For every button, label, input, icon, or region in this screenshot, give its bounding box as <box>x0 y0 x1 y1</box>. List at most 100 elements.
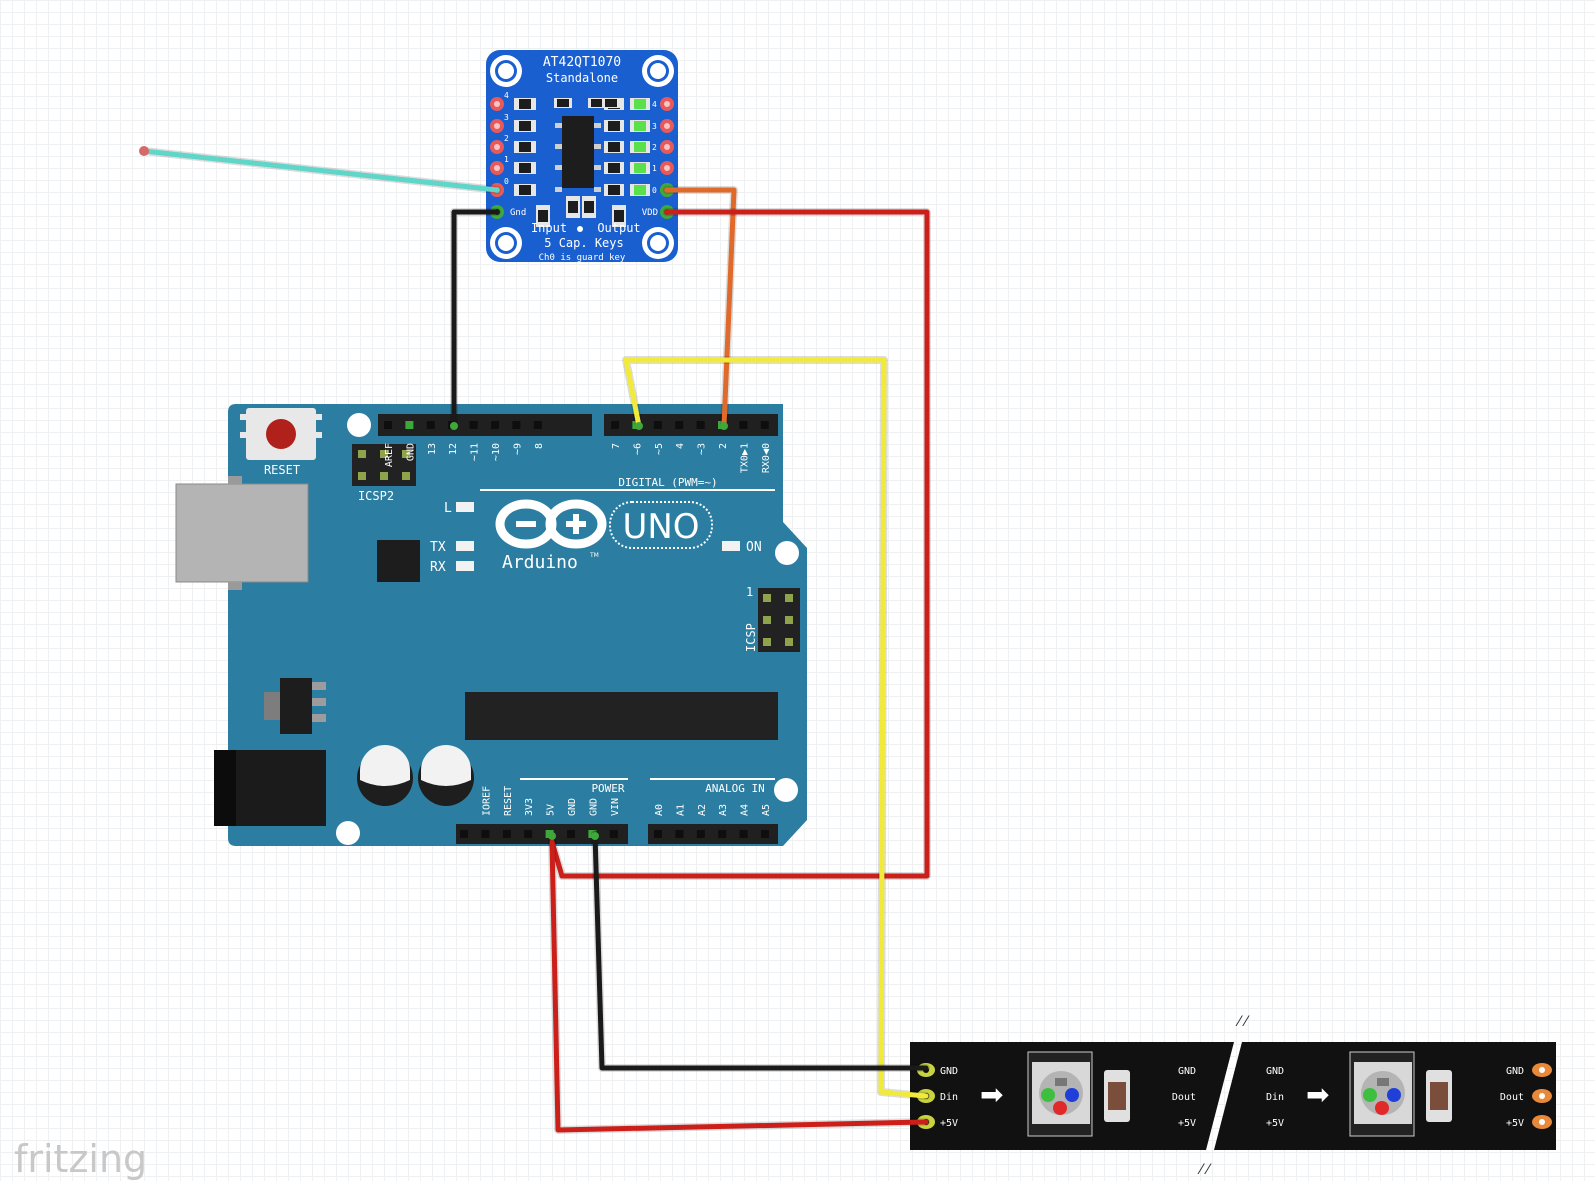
analog-socket[interactable] <box>675 830 684 838</box>
touch-output-pin-label: 0 <box>652 186 657 195</box>
mounting-hole <box>347 413 371 437</box>
digital-pin-label: 8 <box>534 443 545 449</box>
strip-seg2-in-din: Din <box>1266 1092 1284 1103</box>
svg-text:⁄ ⁄: ⁄ ⁄ <box>1197 1162 1212 1178</box>
touch-output-pin-label: 3 <box>652 122 657 131</box>
power-pin-label: 3V3 <box>524 798 535 816</box>
digital-socket[interactable] <box>491 421 499 429</box>
break-marks: ⁄ ⁄ ⁄ ⁄ <box>1197 1014 1250 1178</box>
pin-connection <box>635 422 643 430</box>
analog-pin-label: A5 <box>761 804 772 816</box>
digital-socket[interactable] <box>384 421 392 429</box>
arrow-right-icon: ➡ <box>1306 1078 1329 1111</box>
digital-pin-label: 13 <box>427 443 438 455</box>
touch-subtitle: Standalone <box>546 71 618 85</box>
digital-pin-label: ~11 <box>470 443 481 461</box>
power-pin-label: GND <box>567 798 578 816</box>
yellow-wire[interactable] <box>623 357 929 1099</box>
black-wire-gnd-touch[interactable] <box>451 209 500 429</box>
digital-pin-label: RX0◀0 <box>761 443 772 473</box>
digital-socket[interactable] <box>696 421 705 429</box>
digital-socket[interactable] <box>760 421 769 429</box>
pin-connection <box>720 422 728 430</box>
analog-socket[interactable] <box>718 830 727 838</box>
touch-guard-label: Ch0 is guard key <box>539 253 626 263</box>
red-wire-5v-strip[interactable] <box>549 839 929 1133</box>
trademark: TM <box>589 552 599 559</box>
arduino-uno[interactable]: RESET ICSP2 <box>175 404 807 846</box>
digital-socket[interactable] <box>426 421 435 429</box>
power-pin-label: 5V <box>546 804 557 816</box>
touch-input-pin-label: 1 <box>504 155 509 164</box>
power-socket[interactable] <box>460 830 468 838</box>
wire-end[interactable] <box>139 146 149 156</box>
strip-seg2-in-5v: +5V <box>1266 1118 1284 1129</box>
digital-socket[interactable] <box>675 421 684 429</box>
analog-socket[interactable] <box>761 830 769 838</box>
led-l-label: L <box>444 501 452 516</box>
voltage-regulator <box>264 678 326 734</box>
digital-pin-label: ~6 <box>632 443 643 455</box>
led-rx <box>456 561 474 571</box>
digital-socket[interactable] <box>653 421 662 429</box>
red-wire-vdd[interactable] <box>549 209 930 879</box>
mounting-hole <box>774 778 798 802</box>
icsp-header <box>758 588 800 652</box>
digital-pin-label: ~10 <box>491 443 502 461</box>
atmega-chip <box>465 692 778 740</box>
pin-connection <box>591 832 599 840</box>
touch-output-label: Output <box>597 221 640 235</box>
digital-socket[interactable] <box>405 421 414 429</box>
power-pin-label: GND <box>588 798 599 816</box>
analog-pin-label: A3 <box>718 804 729 816</box>
power-socket[interactable] <box>524 830 533 838</box>
pin-connection <box>548 832 556 840</box>
reset-label: RESET <box>264 463 300 477</box>
rgb-led-icon <box>1349 1051 1415 1137</box>
touch-input-label: Input <box>531 221 567 235</box>
digital-socket[interactable] <box>469 421 478 429</box>
digital-socket[interactable] <box>512 421 521 429</box>
touch-input-pin-label: 4 <box>504 91 509 100</box>
power-socket[interactable] <box>567 830 575 838</box>
analog-pin-label: A4 <box>740 804 751 816</box>
touch-gnd-label: Gnd <box>510 208 526 218</box>
power-socket[interactable] <box>609 830 618 838</box>
strip-seg1-out-5v: +5V <box>1178 1118 1196 1129</box>
strip-seg2-in-gnd: GND <box>1266 1066 1284 1077</box>
power-pin-label: IOREF <box>481 786 492 816</box>
digital-pin-label: 2 <box>718 443 729 449</box>
digital-pin-label: TX0▶1 <box>739 443 750 473</box>
uno-badge <box>609 501 713 549</box>
digital-socket[interactable] <box>533 421 542 429</box>
strip-seg2-out-5v: +5V <box>1506 1118 1524 1129</box>
power-socket[interactable] <box>481 830 490 838</box>
touch-input-pin-label: 3 <box>504 113 509 122</box>
orange-wire[interactable] <box>664 187 737 429</box>
cyan-wire[interactable] <box>141 148 500 193</box>
strip-seg1-in-gnd: GND <box>940 1066 958 1077</box>
analog-label: ANALOG IN <box>705 782 765 795</box>
led-strip[interactable]: ⁄ ⁄ ⁄ ⁄ GND Din +5V ➡ GND Dout +5V GND D <box>910 1014 1556 1178</box>
touch-title: AT42QT1070 <box>543 55 621 70</box>
capacitor <box>418 745 474 806</box>
digital-socket[interactable] <box>739 421 748 429</box>
fritzing-watermark: fritzing <box>14 1137 147 1181</box>
analog-socket[interactable] <box>739 830 748 838</box>
reset-button[interactable] <box>240 408 322 460</box>
wires <box>139 146 931 1134</box>
touch-output-pin-label: 4 <box>652 100 657 109</box>
black-wire-gnd-strip[interactable] <box>592 831 929 1071</box>
analog-socket[interactable] <box>654 830 662 838</box>
analog-socket[interactable] <box>696 830 705 838</box>
digital-label: DIGITAL (PWM=~) <box>618 476 717 489</box>
digital-socket[interactable] <box>611 421 619 429</box>
small-ic <box>377 540 420 582</box>
touch-output-pin-label: 1 <box>652 164 657 173</box>
power-socket[interactable] <box>502 830 511 838</box>
icsp2-label: ICSP2 <box>358 489 394 503</box>
black-wire-gnd-strip-outline <box>591 830 930 1072</box>
touch-input-pin-label: 2 <box>504 134 509 143</box>
touch-keys-label: 5 Cap. Keys <box>544 236 623 250</box>
